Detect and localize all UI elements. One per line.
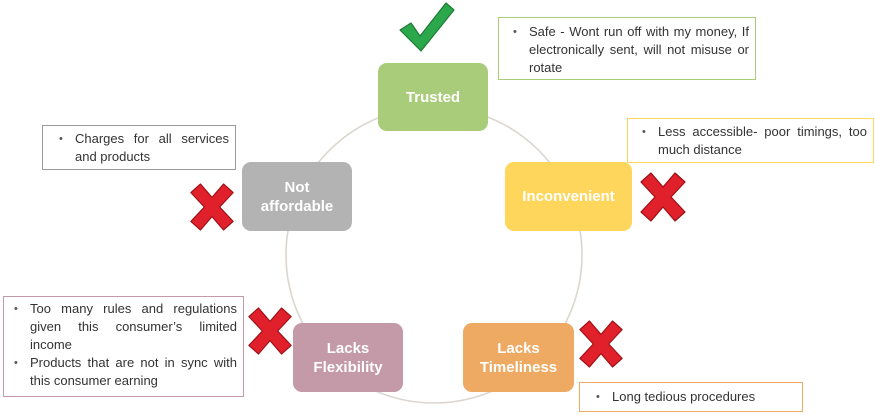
note-not-affordable-item: Charges for all services and products	[49, 130, 229, 166]
node-lacks-timeliness-label-line2: Timeliness	[479, 358, 558, 376]
cross-mark-icon	[640, 172, 686, 222]
cross-mark-icon	[190, 183, 234, 231]
note-trusted: Safe - Wont run off with my money, If el…	[498, 17, 756, 80]
node-inconvenient: Inconvenient	[505, 162, 632, 231]
node-trusted: Trusted	[378, 63, 488, 131]
note-not-affordable: Charges for all services and products	[42, 125, 236, 170]
node-not-affordable-label-line1: Not	[284, 178, 310, 196]
node-not-affordable: Not affordable	[242, 162, 352, 231]
note-inconvenient-item: Less accessible- poor timings, too much …	[632, 123, 867, 159]
node-lacks-flexibility: Lacks Flexibility	[293, 323, 403, 392]
note-lacks-flexibility-item-1: Too many rules and regulations given thi…	[4, 300, 237, 354]
note-lacks-flexibility-item-2: Products that are not in sync with this …	[4, 354, 237, 390]
node-not-affordable-label-line2: affordable	[260, 197, 334, 215]
cross-mark-icon	[248, 307, 292, 355]
note-lacks-timeliness: Long tedious procedures	[579, 382, 803, 412]
check-mark-icon	[399, 2, 455, 52]
node-inconvenient-label: Inconvenient	[522, 188, 615, 205]
note-inconvenient: Less accessible- poor timings, too much …	[627, 118, 874, 163]
node-lacks-flexibility-label-line2: Flexibility	[313, 358, 383, 376]
note-trusted-item: Safe - Wont run off with my money, If el…	[503, 23, 749, 77]
node-trusted-label: Trusted	[405, 88, 461, 106]
note-lacks-flexibility: Too many rules and regulations given thi…	[3, 296, 244, 397]
node-lacks-timeliness: Lacks Timeliness	[463, 323, 574, 392]
cross-mark-icon	[579, 320, 623, 368]
note-lacks-timeliness-item: Long tedious procedures	[586, 388, 796, 406]
node-lacks-timeliness-label-line1: Lacks	[497, 339, 540, 357]
node-lacks-flexibility-label-line1: Lacks	[326, 339, 370, 357]
